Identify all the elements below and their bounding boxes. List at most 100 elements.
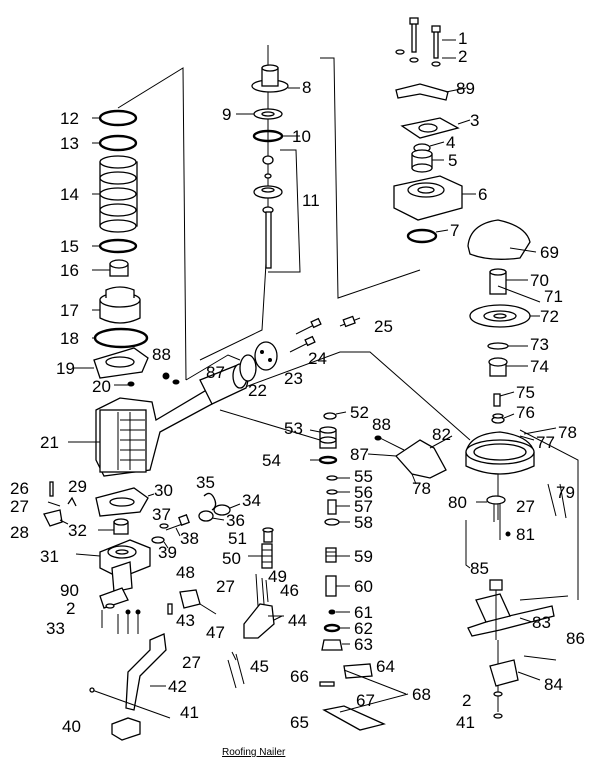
driver-11 [253,155,283,269]
label-2: 2 [458,47,467,66]
label-31: 31 [40,547,59,566]
label-16: 16 [60,261,79,280]
lines-68 [339,669,409,713]
pin-41-left [89,687,171,719]
washer-73 [487,342,509,350]
washer-37 [159,523,169,529]
cap-32 [98,518,129,535]
label-44: 44 [288,611,307,630]
label-67: 67 [356,691,375,710]
o-ring-7 [406,228,438,244]
label-65: 65 [290,713,309,732]
label-76: 76 [516,403,535,422]
label-24: 24 [308,349,327,368]
label-8: 8 [302,78,311,97]
label-12: 12 [60,109,79,128]
pin-20 [114,381,135,387]
pin-85 [489,579,503,640]
label-22: 22 [248,381,267,400]
label-56: 56 [354,483,373,502]
feeder-82 [395,439,447,479]
label-53: 53 [284,419,303,438]
gasket-22 [239,354,257,382]
label-68: 68 [412,685,431,704]
bumper-16 [92,259,129,277]
pins-49 [255,573,269,607]
roll-pins-27-45 [227,651,245,689]
label-1: 1 [458,29,467,48]
label-84: 84 [544,675,563,694]
label-70: 70 [530,271,549,290]
cap-23 [254,341,278,371]
stem-57 [327,499,337,515]
rod-86 [519,595,569,661]
label-2c: 2 [462,691,471,710]
valve-51 [262,527,274,543]
label-82: 82 [432,425,451,444]
o-ring-54 [318,455,338,465]
label-54: 54 [262,451,281,470]
pin-79 [547,483,567,519]
label-35: 35 [196,473,215,492]
label-87b: 87 [350,445,369,464]
label-55: 55 [354,467,373,486]
washer-39 [151,536,165,544]
label-64: 64 [376,657,395,676]
label-11: 11 [302,191,320,210]
cylinder-cap-6 [393,175,476,221]
label-27d: 27 [182,653,201,672]
label-2b: 2 [66,599,75,618]
label-5: 5 [448,151,457,170]
valve-53 [309,426,337,449]
label-9: 9 [222,105,231,124]
magazine-parts [465,219,569,719]
label-77: 77 [536,433,555,452]
bolt-81 [493,504,511,537]
label-32: 32 [68,521,87,540]
guide-64 [343,663,373,679]
label-87a: 87 [206,363,225,382]
screws-33 [101,609,141,634]
o-ring-13 [98,134,138,152]
plunger-60 [325,575,337,597]
label-28: 28 [10,523,29,542]
label-37: 37 [152,505,171,524]
bracket-83 [467,593,555,637]
label-88a: 88 [152,345,171,364]
spring-29 [67,496,77,507]
o-ring-18 [93,327,149,349]
cylinder-14 [92,155,138,233]
o-ring-12 [98,109,138,127]
nose-parts [43,481,284,741]
contact-40 [111,717,141,741]
washer-9 [236,108,283,120]
label-41a: 41 [180,703,199,722]
cap-63 [321,639,350,651]
screw-25 [339,315,361,328]
label-6: 6 [478,185,487,204]
frame-21 [68,386,213,477]
label-59: 59 [354,547,373,566]
label-42: 42 [168,677,187,696]
valve-8 [251,64,300,93]
label-48: 48 [176,563,195,582]
label-34: 34 [242,491,261,510]
spring-50 [248,543,273,569]
label-46: 46 [280,581,299,600]
washers-2 [395,49,456,67]
gasket-34 [213,503,241,516]
label-30: 30 [154,481,173,500]
spring-76 [491,413,515,424]
label-72: 72 [540,307,559,326]
label-60: 60 [354,577,373,596]
label-78b: 78 [412,479,431,498]
trigger-46 [243,603,283,639]
plate-67 [322,705,386,731]
label-74: 74 [530,357,549,376]
label-10: 10 [292,127,311,146]
label-51: 51 [228,529,247,548]
label-20: 20 [92,377,111,396]
label-27c: 27 [216,577,235,596]
label-3: 3 [470,111,479,130]
spacer-70 [489,268,528,295]
